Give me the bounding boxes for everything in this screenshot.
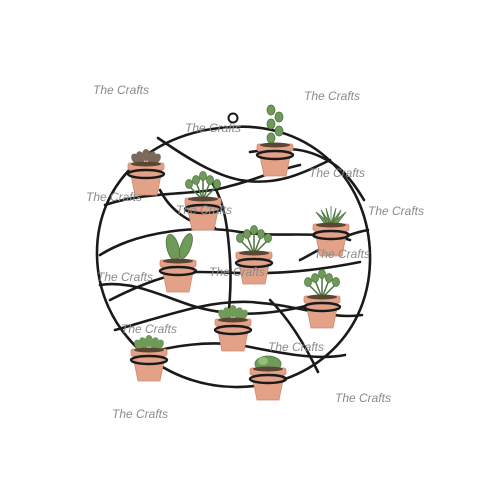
potted-plant — [248, 355, 288, 401]
pots-layer — [126, 104, 351, 401]
hanging-hook — [227, 112, 239, 124]
outer-ring — [95, 125, 372, 389]
potted-plant — [255, 104, 295, 177]
potted-plant — [213, 305, 253, 352]
potted-plant — [126, 149, 166, 196]
potted-plant — [129, 335, 169, 382]
potted-plant — [234, 225, 274, 285]
potted-plant — [183, 171, 223, 231]
potted-plant — [311, 206, 351, 257]
potted-plant — [302, 269, 342, 329]
potted-plant — [158, 233, 198, 293]
